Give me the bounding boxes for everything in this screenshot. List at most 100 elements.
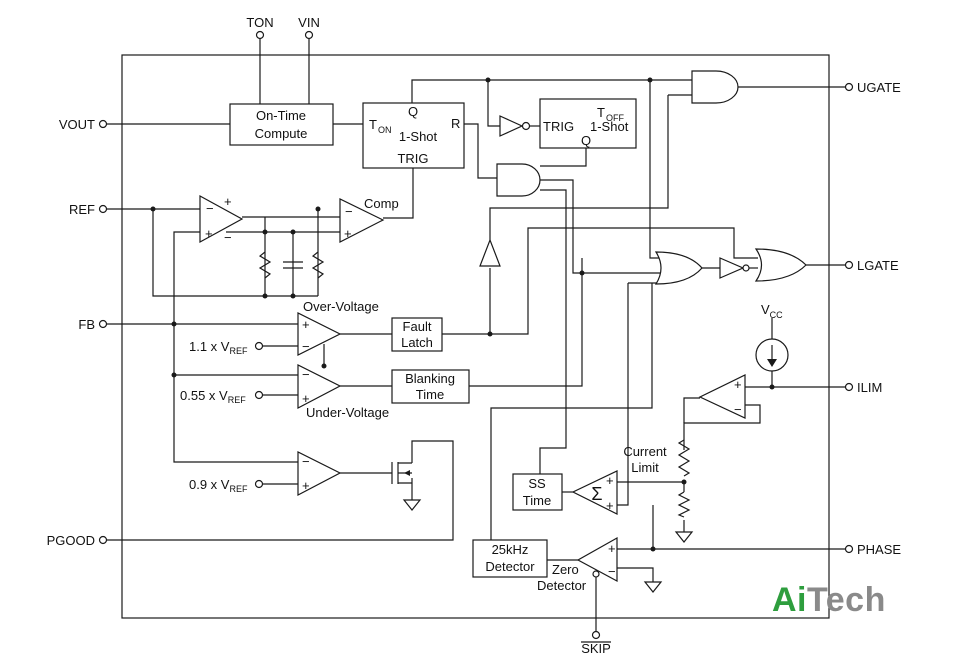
over-voltage-label: Over-Voltage (303, 299, 379, 314)
toff-one-shot-block (539, 98, 637, 149)
svg-text:+: + (734, 377, 742, 392)
under-voltage-comparator: − + (297, 364, 342, 409)
ton-one-shot-sub: ON (378, 125, 392, 135)
current-source (755, 338, 789, 372)
svg-text:+: + (302, 391, 310, 406)
ton-one-shot-r: R (451, 116, 460, 131)
pg-ref-label: 0.9 x VREF (189, 477, 248, 494)
aitech-logo: AiTech (772, 580, 886, 620)
ugate-and-gate (691, 70, 739, 104)
toff-trig: TRIG (543, 119, 574, 134)
ss-time-block (512, 473, 563, 511)
resistor-1 (258, 251, 272, 279)
fault-buffer (479, 238, 501, 267)
svg-text:Σ: Σ (591, 484, 602, 504)
svg-text:−: − (345, 204, 353, 219)
blanking-time-block (391, 369, 470, 404)
pin-skip: SKIP (581, 641, 611, 656)
det-label-1: 25kHz (492, 542, 529, 557)
svg-text:−: − (302, 367, 310, 382)
fault-label-1: Fault (403, 319, 432, 334)
resistor-2 (311, 251, 325, 279)
zero-label-1: Zero (552, 562, 579, 577)
current-limit-label-1: Current (623, 444, 667, 459)
toff-inverter (499, 115, 531, 137)
svg-text:−: − (734, 402, 742, 417)
comp-label: Comp (364, 196, 399, 211)
fault-latch-block (391, 317, 443, 352)
toff-name: 1-Shot (590, 119, 629, 134)
toff-sub: OFF (606, 113, 624, 123)
svg-text:+: + (344, 226, 352, 241)
vcc-label: VCC (761, 302, 783, 320)
limit-resistor-bottom (677, 491, 691, 518)
svg-text:+: + (302, 478, 310, 493)
ton-one-shot-trig: TRIG (397, 151, 428, 166)
pin-vout: VOUT (59, 117, 95, 132)
svg-text:−: − (206, 201, 214, 216)
svg-text:+: + (302, 317, 310, 332)
reset-and-gate (496, 163, 541, 197)
fault-label-2: Latch (401, 335, 433, 350)
comp-comparator: − + (339, 198, 385, 243)
svg-text:−: − (224, 230, 232, 245)
under-voltage-label: Under-Voltage (306, 405, 389, 420)
over-voltage-comparator: + − (297, 312, 342, 356)
chip-outline (121, 54, 830, 619)
lgate-or-gate-2 (754, 248, 807, 282)
svg-text:+: + (608, 541, 616, 556)
ton-one-shot-name: 1-Shot (399, 129, 438, 144)
svg-text:+: + (224, 194, 232, 209)
svg-text:+: + (606, 473, 614, 488)
ton-one-shot-block (362, 102, 465, 169)
pgood-mosfet (391, 462, 412, 484)
ss-label-2: Time (523, 493, 551, 508)
pin-ilim: ILIM (857, 380, 882, 395)
25khz-detector-block (472, 539, 548, 578)
ground-symbols (402, 499, 694, 593)
pin-lgate: LGATE (857, 258, 899, 273)
svg-text:−: − (302, 339, 310, 354)
logo-tech: Tech (807, 581, 886, 619)
current-limit-amplifier: + − (698, 374, 746, 419)
error-amplifier: − + + − (199, 194, 244, 245)
pin-ref: REF (69, 202, 95, 217)
pin-markers (98, 30, 854, 640)
zero-detector-comparator: + − (576, 536, 618, 583)
pin-ugate: UGATE (857, 80, 901, 95)
pin-pgood: PGOOD (47, 533, 95, 548)
on-time-compute-block (229, 103, 334, 146)
toff-q: Q (581, 133, 591, 148)
toff-t: T (597, 105, 605, 120)
ov-ref-label: 1.1 x VREF (189, 339, 248, 356)
lgate-or-gate-1 (654, 251, 703, 285)
blanking-label-2: Time (416, 387, 444, 402)
blanking-label-1: Blanking (405, 371, 455, 386)
pin-ton: TON (246, 15, 273, 30)
svg-text:−: − (608, 564, 616, 579)
lgate-inverter (719, 257, 750, 279)
uv-ref-label: 0.55 x VREF (180, 388, 246, 405)
pin-phase: PHASE (857, 542, 901, 557)
wires (106, 38, 846, 632)
svg-text:+: + (606, 498, 614, 513)
pin-fb: FB (78, 317, 95, 332)
junction-dots (150, 77, 775, 552)
sigma-summer: + + Σ (571, 470, 618, 515)
pin-vin: VIN (298, 15, 320, 30)
on-time-label-2: Compute (255, 126, 308, 141)
ton-one-shot-q: Q (408, 104, 418, 119)
pgood-comparator: − + (297, 451, 342, 496)
svg-text:+: + (205, 226, 213, 241)
current-limit-label-2: Limit (631, 460, 659, 475)
logo-ai: Ai (772, 581, 807, 619)
ss-label-1: SS (528, 476, 546, 491)
zero-label-2: Detector (537, 578, 587, 593)
det-label-2: Detector (485, 559, 535, 574)
ton-one-shot-t: T (369, 117, 377, 132)
svg-text:−: − (302, 454, 310, 469)
limit-resistor-top (677, 439, 691, 477)
capacitor (283, 261, 303, 269)
